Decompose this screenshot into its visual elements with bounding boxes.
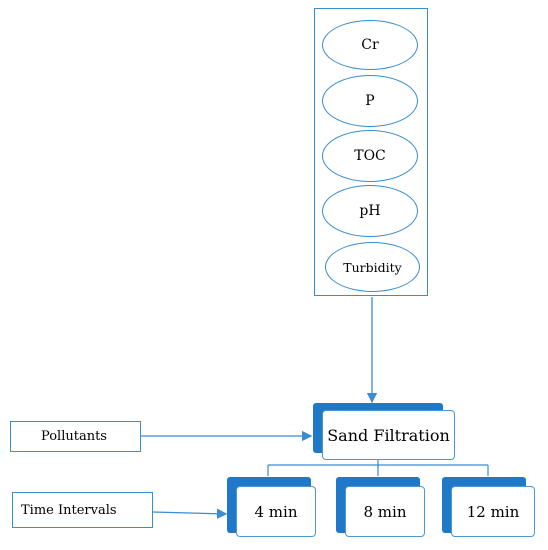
- interval-label: 8 min: [363, 502, 407, 521]
- time-intervals-label: Time Intervals: [21, 502, 117, 518]
- parameter-panel: [314, 8, 428, 296]
- interval-box-4min: 4 min: [236, 486, 316, 537]
- interval-label: 4 min: [254, 502, 298, 521]
- parameter-label: Turbidity: [343, 259, 402, 275]
- parameter-label: Cr: [361, 37, 379, 53]
- parameter-label: pH: [359, 203, 381, 219]
- parameter-ellipse-ph: pH: [322, 185, 418, 237]
- parameter-ellipse-turbidity: Turbidity: [325, 242, 420, 292]
- time-intervals-box: Time Intervals: [12, 492, 153, 528]
- parameter-ellipse-p: P: [322, 75, 418, 127]
- parameter-ellipse-toc: TOC: [322, 130, 418, 182]
- sand-filtration-label: Sand Filtration: [327, 425, 450, 445]
- interval-box-12min: 12 min: [451, 486, 535, 537]
- sand-filtration-box: Sand Filtration: [322, 410, 455, 460]
- pollutants-label: Pollutants: [41, 429, 107, 444]
- parameter-ellipse-cr: Cr: [322, 20, 418, 70]
- parameter-label: TOC: [354, 148, 386, 164]
- pollutants-box: Pollutants: [10, 421, 141, 452]
- parameter-label: P: [365, 93, 375, 109]
- time-intervals-arrow: [152, 508, 228, 519]
- interval-box-8min: 8 min: [345, 486, 425, 537]
- interval-label: 12 min: [466, 502, 520, 521]
